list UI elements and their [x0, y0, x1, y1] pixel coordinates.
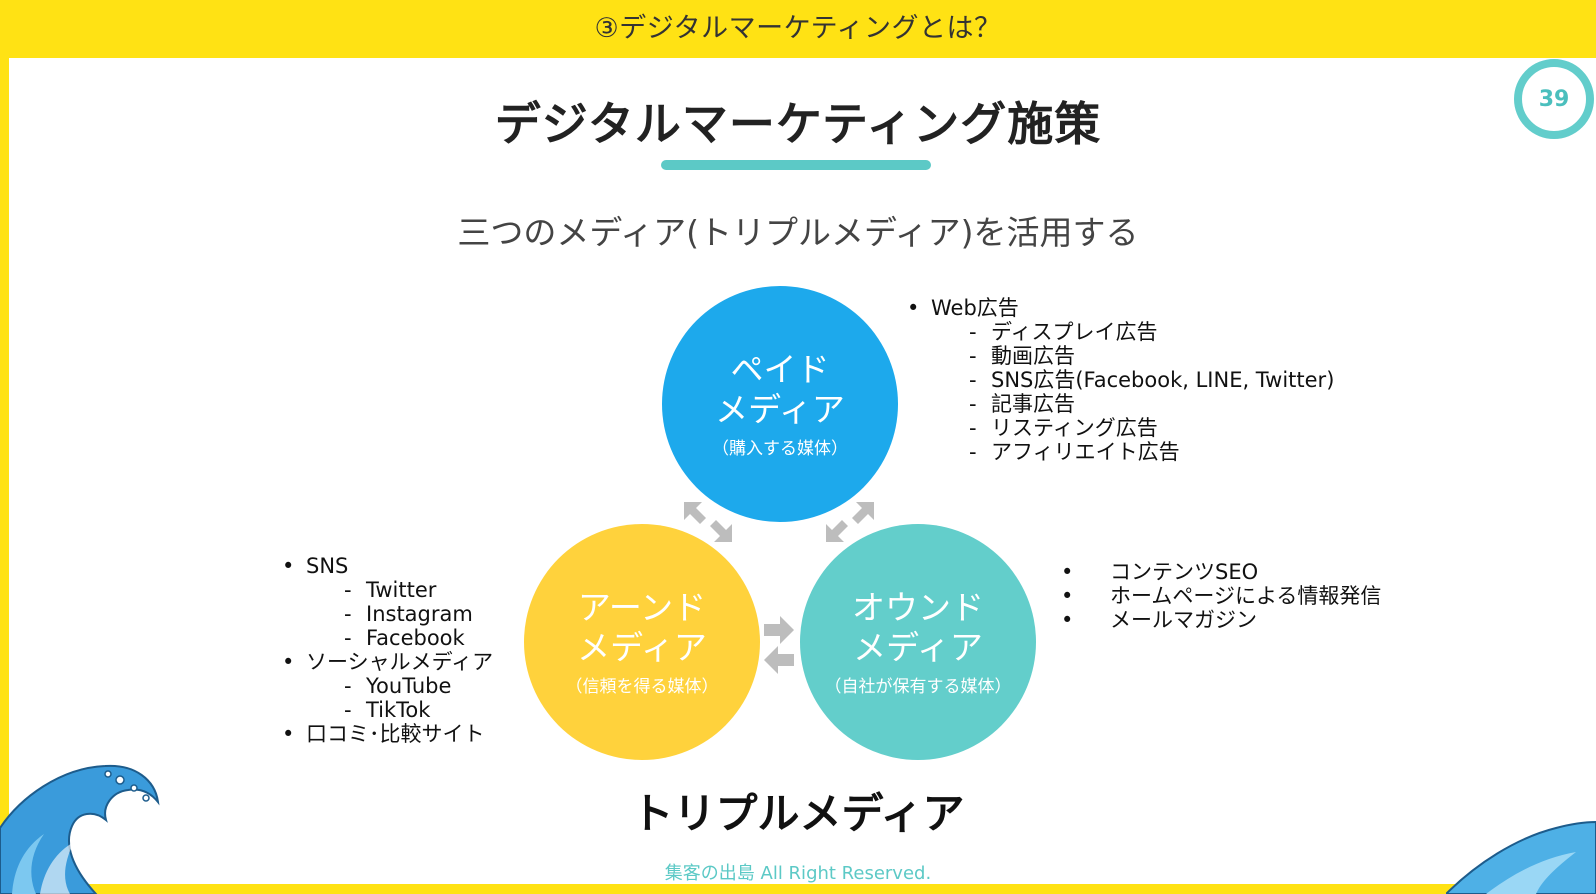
list-item: コンテンツSEO — [1110, 560, 1259, 584]
wave-icon — [1446, 820, 1596, 894]
footer-copyright: 集客の出島 All Right Reserved. — [664, 863, 932, 884]
slide-subtitle: 三つのメディア(トリプルメディア)を活用する — [457, 213, 1139, 252]
paid-media-line1: ペイド — [730, 349, 830, 389]
list-item: SNS広告(Facebook, LINE, Twitter) — [991, 368, 1335, 392]
earned-media-list: •SNS -Twitter -Instagram -Facebook •ソーシャ… — [282, 554, 494, 746]
exchange-arrow-icon-right — [826, 502, 874, 542]
earned-media-sub: （信頼を得る媒体） — [565, 676, 719, 697]
title-underline — [661, 160, 931, 170]
list-item: アフィリエイト広告 — [991, 440, 1180, 464]
list-item: YouTube — [366, 674, 452, 698]
owned-media-circle: オウンド メディア （自社が保有する媒体） — [800, 524, 1036, 760]
header-title: ③デジタルマーケティングとは？ — [594, 13, 1002, 44]
list-item: ホームページによる情報発信 — [1110, 584, 1382, 608]
list-item: 口コミ･比較サイト — [306, 722, 485, 746]
owned-media-line2: メディア — [853, 627, 983, 667]
list-item: ディスプレイ広告 — [991, 320, 1158, 344]
wave-icon — [0, 764, 160, 894]
list-item: Facebook — [366, 626, 465, 650]
list-item: Web広告 — [931, 296, 1019, 320]
list-item: メールマガジン — [1110, 608, 1257, 632]
exchange-arrow-icon-left — [684, 502, 732, 542]
exchange-arrow-icon-bottom — [764, 616, 794, 674]
slide-title: デジタルマーケティング施策 — [494, 97, 1102, 151]
paid-media-line2: メディア — [715, 389, 845, 429]
list-item: Instagram — [366, 602, 473, 626]
page-number-badge: 39 — [1514, 59, 1594, 139]
triple-media-label: トリプルメディア — [631, 789, 965, 838]
owned-media-sub: （自社が保有する媒体） — [824, 676, 1012, 697]
list-item: リスティング広告 — [991, 416, 1158, 440]
paid-media-list: •Web広告 -ディスプレイ広告 -動画広告 -SNS広告(Facebook, … — [907, 296, 1335, 464]
list-item: Twitter — [366, 578, 437, 602]
paid-media-sub: （購入する媒体） — [712, 438, 848, 459]
earned-media-circle: アーンド メディア （信頼を得る媒体） — [524, 524, 760, 760]
paid-media-circle: ペイド メディア （購入する媒体） — [662, 286, 898, 522]
list-item: ソーシャルメディア — [306, 650, 494, 674]
list-item: 動画広告 — [991, 344, 1075, 368]
earned-media-line1: アーンド — [577, 587, 707, 627]
earned-media-line2: メディア — [577, 627, 707, 667]
list-item: SNS — [306, 554, 349, 578]
list-item: 記事広告 — [991, 392, 1075, 416]
list-item: TikTok — [366, 698, 431, 722]
owned-media-line1: オウンド — [852, 587, 984, 627]
owned-media-list: •コンテンツSEO •ホームページによる情報発信 •メールマガジン — [1061, 560, 1382, 632]
